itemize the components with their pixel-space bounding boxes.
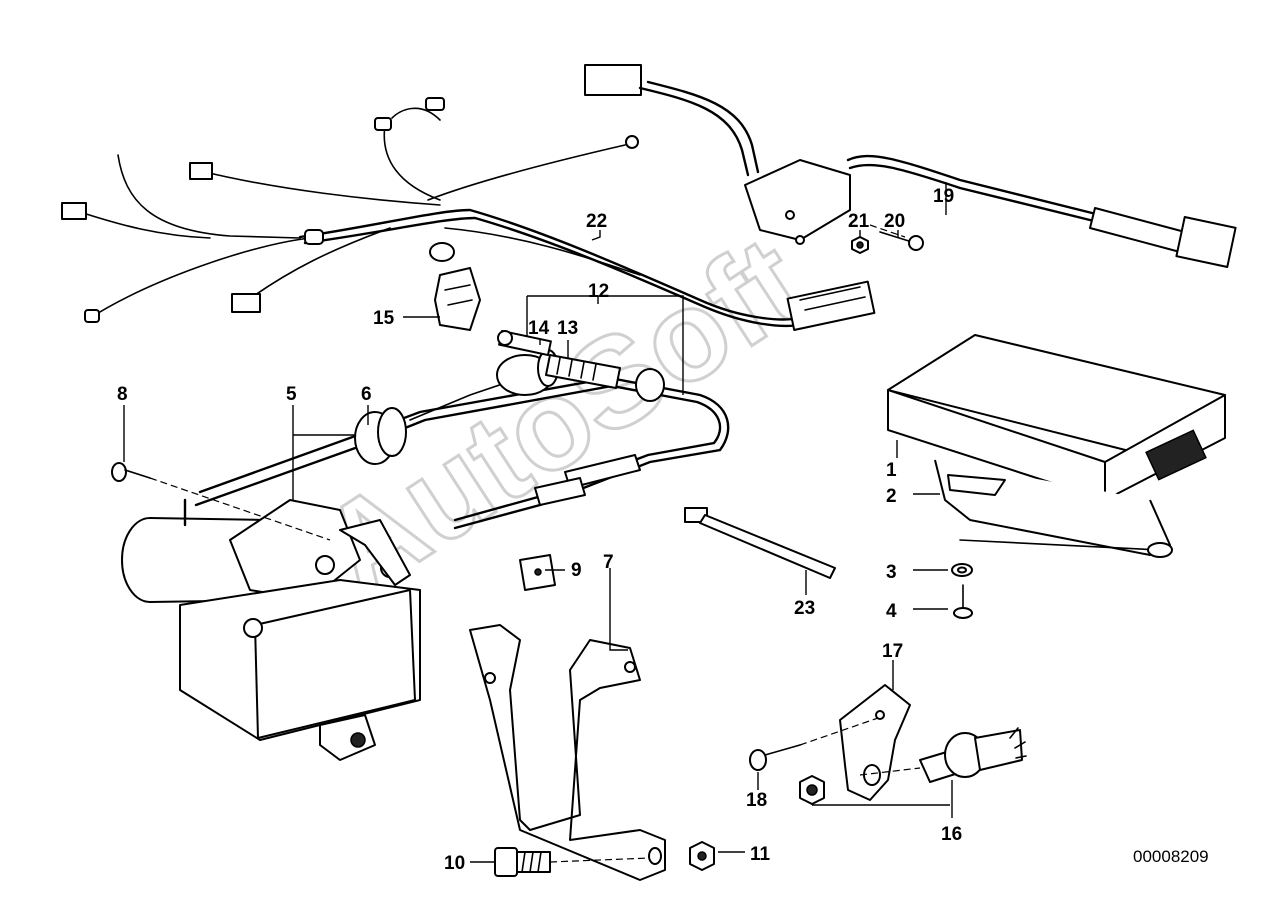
callout-19: 19 [933, 186, 954, 207]
callout-6: 6 [361, 384, 372, 405]
wiring-harness [61, 97, 876, 331]
callout-23: 23 [794, 598, 815, 619]
bowden-cable [370, 349, 730, 530]
callout-4: 4 [886, 601, 897, 622]
callout-11: 11 [750, 844, 771, 865]
callout-14: 14 [528, 318, 550, 339]
screw-4 [953, 584, 973, 619]
cable-tie-23 [684, 507, 836, 579]
control-unit [887, 334, 1226, 558]
screw-20 [869, 224, 924, 251]
bolt-8 [111, 462, 331, 541]
callout-3: 3 [886, 562, 897, 583]
callout-20: 20 [884, 211, 905, 232]
callout-12: 12 [588, 281, 609, 302]
nut-21 [851, 236, 869, 254]
callout-2: 2 [886, 486, 897, 507]
callout-22: 22 [586, 211, 607, 232]
callout-5: 5 [286, 384, 297, 405]
actuator [121, 428, 421, 761]
callout-17: 17 [882, 641, 903, 662]
clip-15 [434, 267, 481, 331]
clip-nut-9 [519, 554, 556, 591]
callout-8: 8 [117, 384, 128, 405]
grommet-6 [354, 407, 407, 465]
callout-13: 13 [557, 318, 578, 339]
bracket-7 [469, 624, 666, 881]
callout-10: 10 [444, 853, 465, 874]
callout-21: 21 [848, 211, 870, 232]
screw-18 [749, 717, 879, 771]
bolt-10 [494, 847, 651, 877]
callout-16: 16 [941, 824, 962, 845]
pin-14 [497, 329, 552, 357]
callout-7: 7 [603, 552, 614, 573]
callout-9: 9 [571, 560, 582, 581]
leader-lines [123, 182, 953, 863]
switch-16 [799, 727, 1027, 805]
callout-15: 15 [373, 308, 395, 329]
callout-18: 18 [746, 790, 767, 811]
washer-3 [951, 563, 973, 577]
document-number: 00008209 [1133, 847, 1209, 866]
nut-11 [689, 841, 715, 871]
sleeve-13 [545, 354, 665, 402]
callout-labels: 1 2 3 4 5 6 7 8 9 10 11 12 13 14 15 16 1… [117, 186, 1209, 874]
switch-with-cable [584, 64, 1237, 268]
bracket-17 [839, 684, 911, 801]
callout-1: 1 [886, 460, 897, 481]
